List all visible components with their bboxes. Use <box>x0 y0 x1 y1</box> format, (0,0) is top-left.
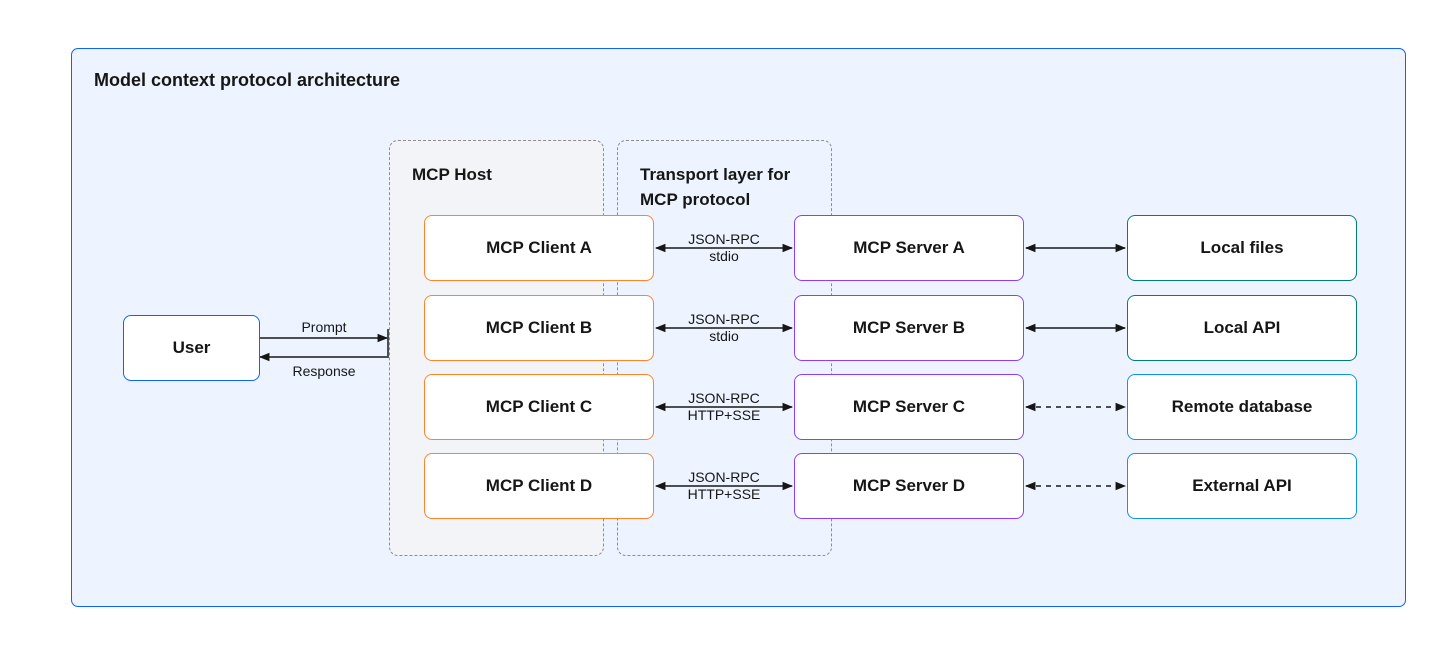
transport-channel-label-a: stdio <box>709 248 739 264</box>
mcp-server-d: MCP Server D <box>794 453 1024 519</box>
transport-protocol-label-b: JSON-RPC <box>688 311 760 327</box>
response-label: Response <box>292 363 356 379</box>
transport-layer-title: Transport layer for MCP protocol <box>640 165 791 209</box>
resource-d-label: External API <box>1192 476 1292 495</box>
diagram-title: Model context protocol architecture <box>94 70 401 90</box>
resource-b-label: Local API <box>1203 318 1281 337</box>
resource-a: Local files <box>1127 215 1357 281</box>
mcp-server-b: MCP Server B <box>794 295 1024 361</box>
mcp-client-c-label: MCP Client C <box>485 397 593 416</box>
transport-protocol-label-a: JSON-RPC <box>688 231 760 247</box>
transport-channel-label-c: HTTP+SSE <box>687 407 761 423</box>
transport-channel-label-b: stdio <box>709 328 739 344</box>
resource-d: External API <box>1127 453 1357 519</box>
mcp-client-d-label: MCP Client D <box>485 476 593 495</box>
transport-channel-label-d: HTTP+SSE <box>687 486 761 502</box>
resource-b: Local API <box>1127 295 1357 361</box>
mcp-host-title: MCP Host <box>412 165 492 184</box>
mcp-server-a: MCP Server A <box>794 215 1024 281</box>
resource-c-label: Remote database <box>1171 397 1313 416</box>
user-label: User <box>172 338 211 357</box>
mcp-client-a: MCP Client A <box>424 215 654 281</box>
mcp-server-b-label: MCP Server B <box>852 318 966 337</box>
transport-protocol-label-d: JSON-RPC <box>688 469 760 485</box>
transport-protocol-label-c: JSON-RPC <box>688 390 760 406</box>
resource-c: Remote database <box>1127 374 1357 440</box>
mcp-server-a-label: MCP Server A <box>853 238 965 257</box>
resource-a-label: Local files <box>1200 238 1284 257</box>
mcp-client-b-label: MCP Client B <box>485 318 593 337</box>
mcp-server-c: MCP Server C <box>794 374 1024 440</box>
user-node: User <box>123 315 260 381</box>
mcp-server-c-label: MCP Server C <box>852 397 966 416</box>
prompt-label: Prompt <box>301 319 347 335</box>
mcp-client-c: MCP Client C <box>424 374 654 440</box>
mcp-client-b: MCP Client B <box>424 295 654 361</box>
mcp-client-d: MCP Client D <box>424 453 654 519</box>
mcp-server-d-label: MCP Server D <box>852 476 966 495</box>
mcp-client-a-label: MCP Client A <box>486 238 592 257</box>
